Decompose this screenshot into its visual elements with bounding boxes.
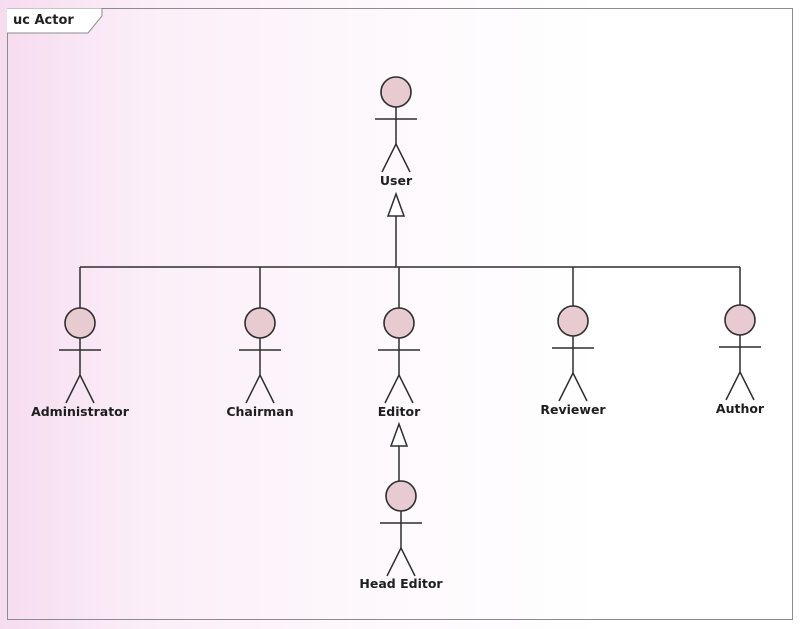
- actor-user[interactable]: User: [375, 76, 417, 188]
- actor-label-user: User: [380, 173, 413, 188]
- generalization-connectors: [79, 191, 741, 481]
- actor-left-leg: [381, 143, 397, 173]
- actor-right-leg: [739, 371, 755, 401]
- frame-tab: [7, 8, 103, 34]
- actor-editor[interactable]: Editor: [378, 307, 421, 419]
- actor-head-icon: [724, 304, 756, 336]
- actor-left-leg: [725, 371, 741, 401]
- actor-reviewer[interactable]: Reviewer: [540, 305, 606, 417]
- actor-head-icon: [385, 480, 417, 512]
- diagram-frame: [7, 8, 793, 620]
- actor-label-reviewer: Reviewer: [540, 402, 606, 417]
- actor-head-icon: [244, 307, 276, 339]
- actor-right-leg: [259, 374, 275, 404]
- actor-head-icon: [383, 307, 415, 339]
- actor-left-leg: [384, 374, 400, 404]
- actor-right-leg: [398, 374, 414, 404]
- actor-administrator[interactable]: Administrator: [31, 307, 130, 419]
- frame-title: uc Actor: [13, 13, 74, 28]
- actor-label-administrator: Administrator: [31, 404, 130, 419]
- actor-head-editor[interactable]: Head Editor: [359, 480, 443, 591]
- generalization-arrowhead-icon: [389, 421, 409, 447]
- actor-right-leg: [572, 372, 588, 402]
- actor-label-author: Author: [716, 401, 765, 416]
- actor-label-editor: Editor: [378, 404, 421, 419]
- actor-right-leg: [79, 374, 95, 404]
- generalization-arrowhead-icon: [386, 191, 406, 217]
- actor-left-leg: [386, 547, 402, 577]
- actor-right-leg: [395, 143, 411, 173]
- actor-left-leg: [245, 374, 261, 404]
- actor-head-icon: [64, 307, 96, 339]
- actor-right-leg: [400, 547, 416, 577]
- actor-label-chairman: Chairman: [226, 404, 293, 419]
- actor-label-head-editor: Head Editor: [359, 576, 443, 591]
- actor-head-icon: [557, 305, 589, 337]
- actor-left-leg: [65, 374, 81, 404]
- actor-left-leg: [558, 372, 574, 402]
- actor-author[interactable]: Author: [716, 304, 765, 416]
- actor-head-icon: [380, 76, 412, 108]
- actor-chairman[interactable]: Chairman: [226, 307, 294, 419]
